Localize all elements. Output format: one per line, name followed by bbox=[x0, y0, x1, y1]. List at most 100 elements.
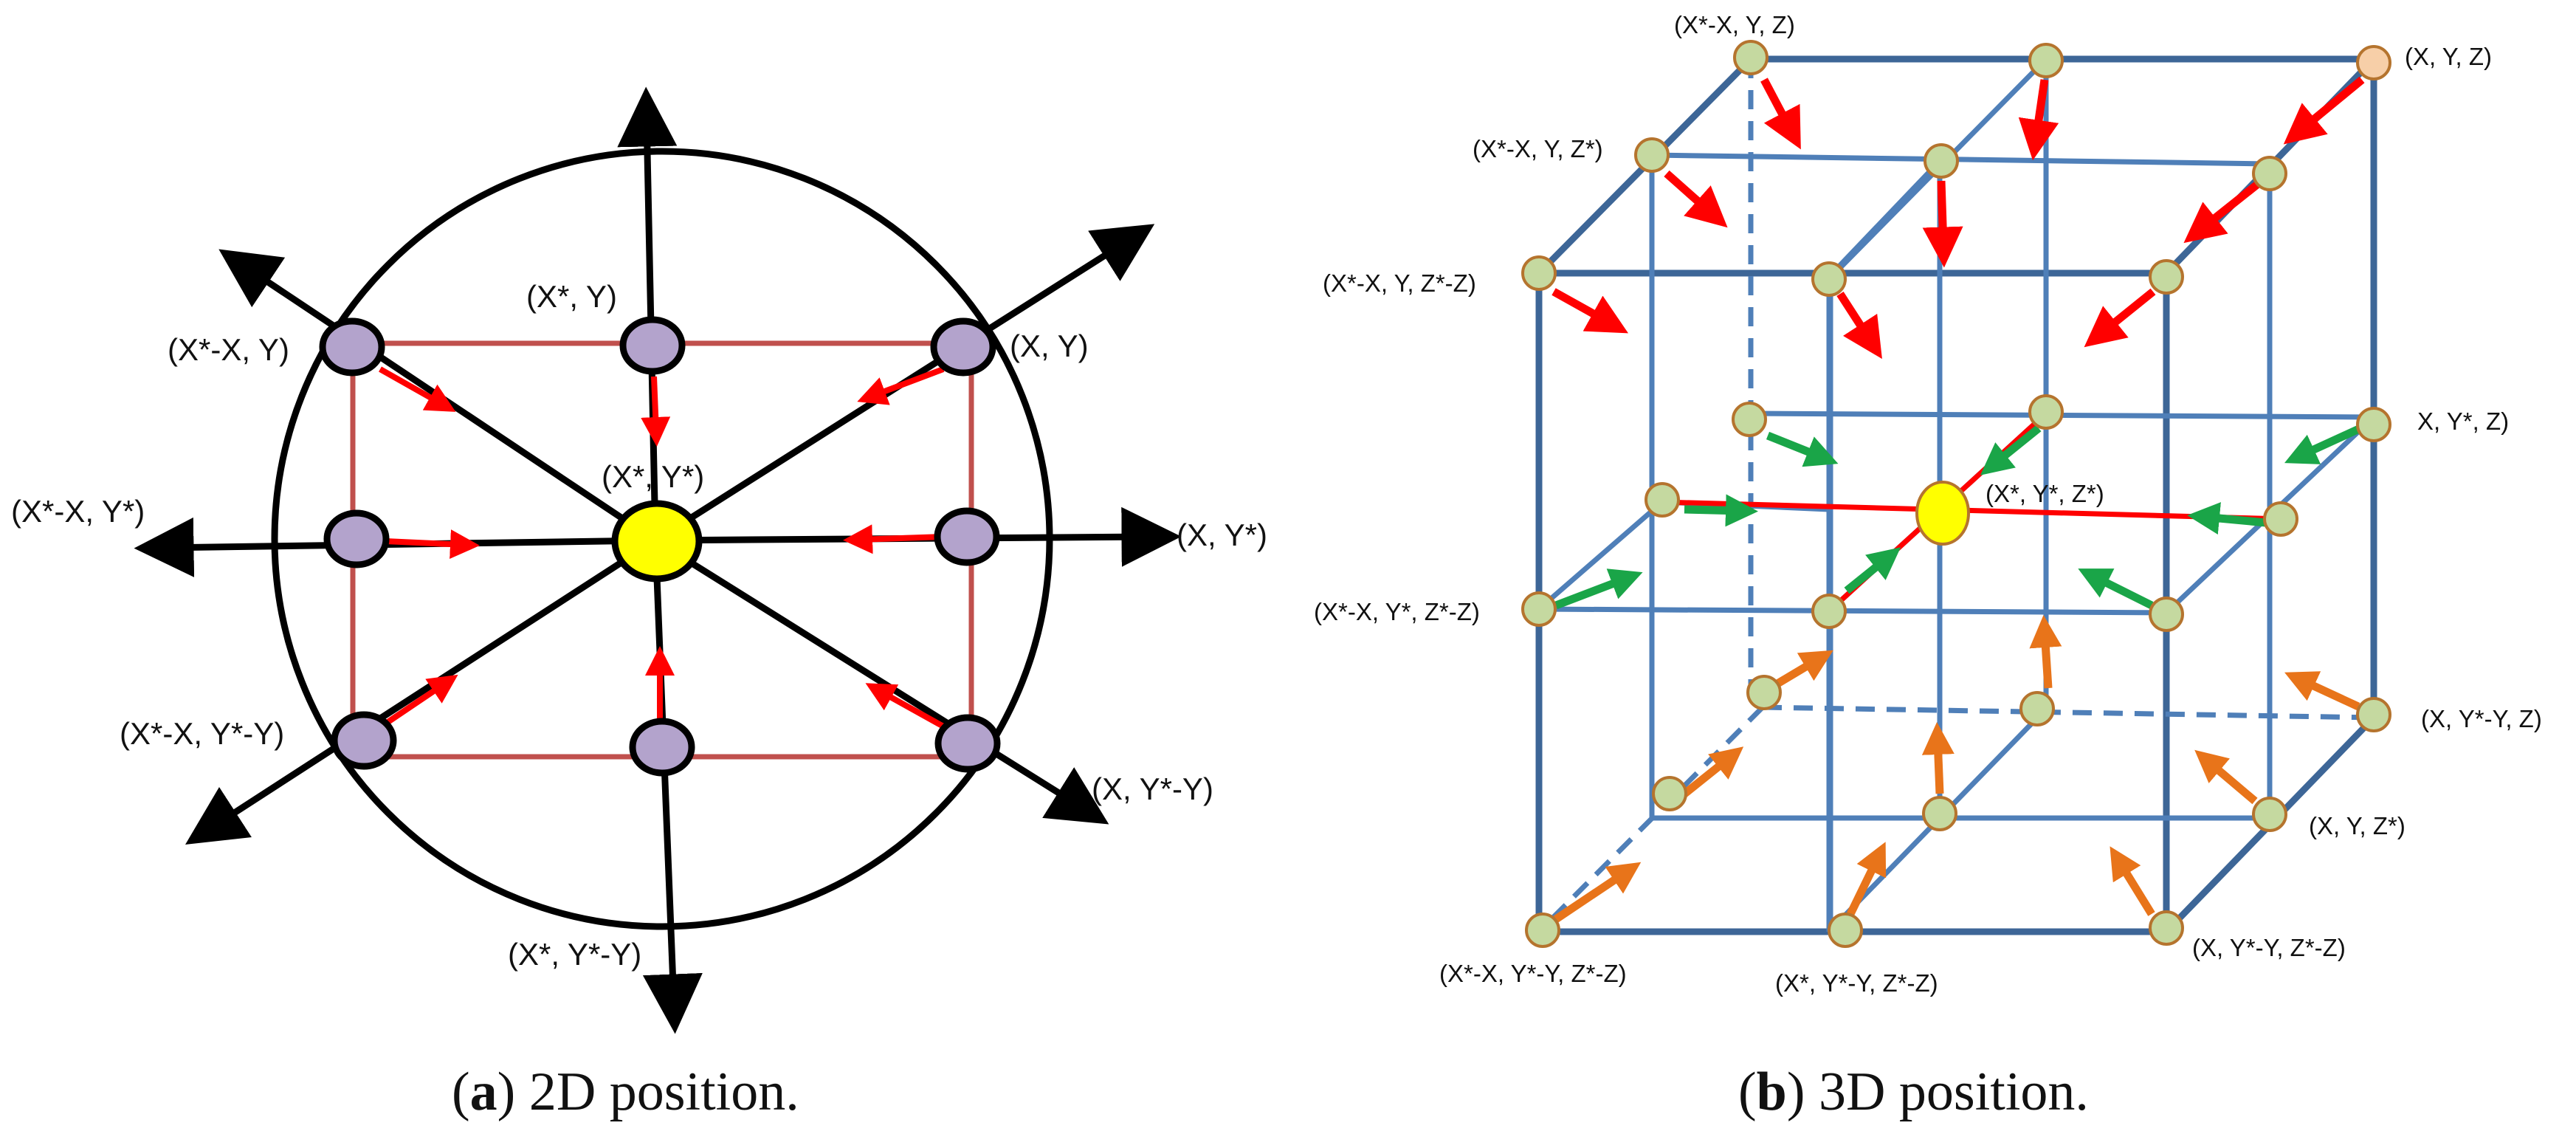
hidden-edge bbox=[1762, 704, 2374, 721]
red-arrow bbox=[2283, 76, 2365, 145]
node-top-left bbox=[319, 317, 385, 377]
orange-arrow bbox=[2194, 749, 2258, 805]
red-arrow bbox=[2183, 181, 2260, 244]
green-arrows-3d bbox=[1554, 424, 2363, 610]
green-arrow bbox=[2187, 502, 2267, 535]
label-bot-back-right: (X, Y*-Y, Z) bbox=[2421, 705, 2542, 732]
red-arrow bbox=[1922, 180, 1963, 268]
node bbox=[1525, 913, 1560, 948]
node bbox=[1733, 40, 1769, 75]
node bbox=[2356, 697, 2391, 732]
node bbox=[2028, 43, 2064, 78]
center-axis-lines bbox=[1661, 411, 2285, 614]
red-arrow bbox=[1836, 292, 1882, 360]
grid-line bbox=[1538, 606, 2167, 616]
grid-3d bbox=[1535, 55, 2377, 935]
node-center bbox=[611, 500, 703, 583]
node bbox=[2356, 407, 2391, 442]
red-arrows-2d bbox=[379, 366, 946, 730]
node-bottom-left bbox=[331, 711, 397, 770]
grid-line bbox=[1537, 500, 1664, 611]
node-left bbox=[323, 509, 390, 568]
grid-line bbox=[1825, 159, 1942, 281]
red-arrow bbox=[1664, 170, 1728, 228]
label-right: (X, Y*) bbox=[1177, 518, 1267, 552]
node-bottom-center bbox=[629, 718, 695, 777]
node bbox=[1652, 776, 1687, 811]
node-right bbox=[934, 507, 1000, 566]
label-top-mid-left: (X*-X, Y, Z*) bbox=[1473, 135, 1603, 162]
node bbox=[1924, 143, 1959, 179]
node bbox=[1634, 137, 1670, 173]
node bbox=[1828, 913, 1863, 948]
label-bottom-center: (X*, Y*-Y) bbox=[508, 937, 641, 972]
node bbox=[1521, 255, 1557, 291]
labels-3d: (X*-X, Y, Z) (X, Y, Z) (X*-X, Y, Z*) (X*… bbox=[1314, 11, 2542, 997]
orange-arrow bbox=[1921, 722, 1955, 794]
axis-lower-right bbox=[653, 537, 1109, 825]
caption-a: (a) 2D position. bbox=[452, 1062, 799, 1122]
label-center: (X*, Y*) bbox=[602, 459, 704, 494]
node bbox=[1811, 261, 1847, 297]
arrow-from-left bbox=[385, 529, 480, 560]
label-bot-front-right: (X, Y*-Y, Z*-Z) bbox=[2192, 934, 2346, 961]
green-arrow bbox=[2078, 568, 2154, 609]
red-arrow bbox=[2084, 288, 2156, 348]
orange-arrow bbox=[1553, 862, 1642, 923]
hidden-edge bbox=[1537, 705, 1765, 934]
node bbox=[2149, 910, 2184, 946]
green-arrow bbox=[1980, 425, 2042, 475]
arrow-from-top-center bbox=[641, 376, 671, 447]
node-top-center bbox=[619, 316, 686, 375]
panel-2d-position: (X*, Y) (X*-X, Y) (X, Y) (X*, Y*) (X*-X,… bbox=[11, 86, 1267, 1122]
nodes-2d bbox=[319, 316, 1001, 777]
node-top-right bbox=[930, 317, 996, 377]
green-arrow bbox=[1766, 431, 1839, 467]
arrow-from-right bbox=[843, 524, 944, 554]
node bbox=[2252, 156, 2287, 191]
label-top-left: (X*-X, Y) bbox=[168, 332, 289, 367]
label-center-3d: (X*, Y*, Z*) bbox=[1986, 480, 2104, 507]
node bbox=[1922, 796, 1957, 831]
node-center-3d bbox=[1915, 481, 1970, 546]
red-arrow bbox=[1760, 78, 1801, 150]
label-bot-front-center: (X*, Y*-Y, Z*-Z) bbox=[1775, 969, 1938, 997]
arrow-from-bottom-right bbox=[865, 683, 946, 730]
green-arrow bbox=[1684, 494, 1758, 527]
node-bottom-right bbox=[934, 714, 1001, 773]
label-top-center: (X*, Y) bbox=[526, 279, 617, 314]
node bbox=[2263, 501, 2298, 537]
green-arrow bbox=[1844, 547, 1901, 594]
node bbox=[1746, 675, 1782, 710]
label-bot-mid-right: (X, Y, Z*) bbox=[2309, 812, 2405, 839]
label-bottom-right: (X, Y*-Y) bbox=[1092, 772, 1213, 806]
node-corner bbox=[2356, 45, 2391, 80]
orange-arrow bbox=[2110, 846, 2155, 916]
orange-arrow bbox=[2029, 615, 2062, 689]
label-top-front-left: (X*-X, Y, Z*-Z) bbox=[1323, 269, 1476, 297]
node bbox=[2149, 259, 2184, 295]
panel-3d-position: (X*-X, Y, Z) (X, Y, Z) (X*-X, Y, Z*) (X*… bbox=[1314, 11, 2542, 1122]
orange-arrow bbox=[2284, 671, 2360, 710]
node bbox=[2019, 691, 2055, 726]
arrow-from-bottom-left bbox=[380, 674, 458, 729]
orange-arrow bbox=[1847, 842, 1887, 916]
label-top-back-left: (X*-X, Y, Z) bbox=[1674, 11, 1795, 38]
axis-red bbox=[1661, 499, 2285, 522]
label-bottom-left: (X*-X, Y*-Y) bbox=[120, 716, 284, 751]
nodes-3d bbox=[1521, 40, 2391, 948]
node bbox=[2149, 597, 2184, 632]
grid-line bbox=[1651, 152, 2270, 167]
node bbox=[1645, 482, 1680, 518]
label-mid-front-left: (X*-X, Y*, Z*-Z) bbox=[1314, 598, 1480, 625]
node bbox=[1811, 594, 1847, 629]
node bbox=[2028, 394, 2064, 430]
label-left: (X*-X, Y*) bbox=[11, 494, 145, 529]
caption-b: (b) 3D position. bbox=[1738, 1062, 2089, 1122]
green-arrow bbox=[1554, 568, 1643, 610]
node bbox=[1521, 591, 1557, 627]
label-mid-back-right: X, Y*, Z) bbox=[2417, 408, 2509, 435]
red-arrow bbox=[1552, 288, 1629, 334]
label-top-back-right: (X, Y, Z) bbox=[2405, 43, 2492, 70]
